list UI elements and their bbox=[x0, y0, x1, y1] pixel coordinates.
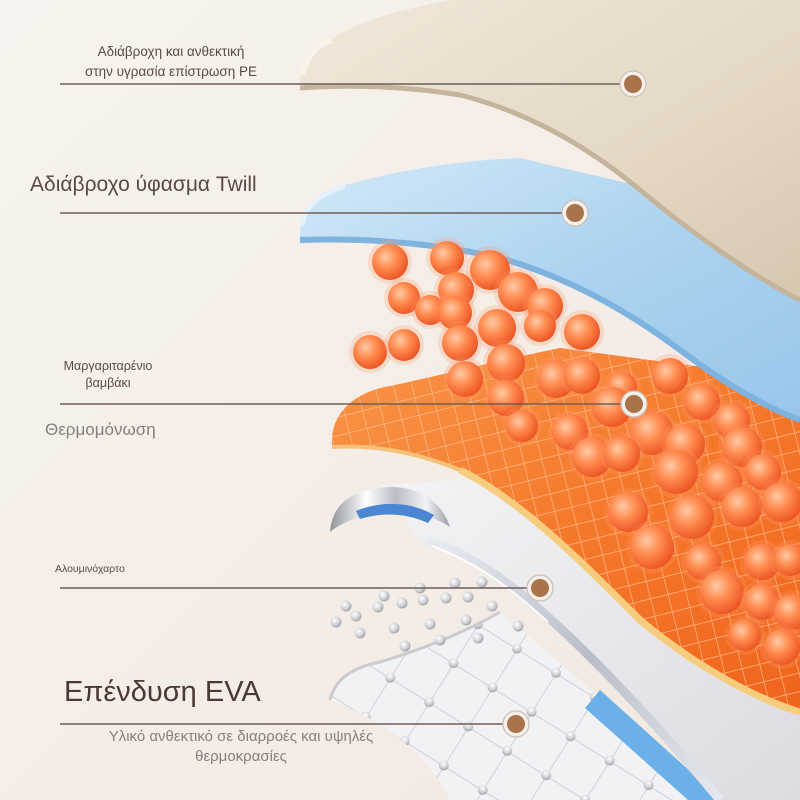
molecule-dot bbox=[399, 640, 411, 652]
insulation-label: Θερμομόνωση bbox=[45, 420, 156, 439]
heat-bubble bbox=[572, 437, 612, 477]
molecule-dot bbox=[330, 616, 342, 628]
heat-bubble bbox=[685, 544, 721, 580]
eva-description-line1: Υλικό ανθεκτικό σε διαρροές και υψηλές bbox=[108, 728, 374, 745]
marker-twill-dot bbox=[561, 199, 589, 227]
heat-bubbles bbox=[349, 237, 800, 669]
molecule-dots bbox=[330, 576, 524, 652]
leader-lines bbox=[60, 83, 622, 725]
heat-bubble bbox=[652, 358, 688, 394]
pe-coating-layer bbox=[299, 0, 800, 303]
heat-bubble bbox=[684, 384, 720, 420]
heat-bubble bbox=[524, 310, 556, 342]
heat-bubble bbox=[670, 495, 714, 539]
pearl-cotton-label-line2: βαμβάκι bbox=[85, 376, 131, 390]
molecule-dot bbox=[354, 627, 366, 639]
heat-bubble bbox=[592, 387, 632, 427]
heat-bubble bbox=[438, 296, 472, 330]
heat-bubble bbox=[630, 411, 674, 455]
molecule-dot bbox=[462, 591, 474, 603]
molecule-dot bbox=[460, 614, 472, 626]
pe-coating-label: Αδιάβροχη και ανθεκτική στην υγρασία επί… bbox=[46, 42, 296, 82]
pearl-cotton-label: Μαργαριταρένιο βαμβάκι bbox=[48, 358, 168, 392]
heat-bubble bbox=[488, 380, 524, 416]
heat-bubble bbox=[388, 329, 420, 361]
molecule-dot bbox=[378, 590, 390, 602]
heat-bubble bbox=[630, 525, 674, 569]
molecule-dot bbox=[388, 622, 400, 634]
heat-bubble bbox=[564, 314, 600, 350]
eva-description-line2: θερμοκρασίες bbox=[195, 748, 287, 765]
molecule-dot bbox=[440, 592, 452, 604]
molecule-dot bbox=[476, 576, 488, 588]
heat-bubble bbox=[430, 241, 464, 275]
heat-bubble bbox=[415, 295, 445, 325]
molecule-dot bbox=[396, 597, 408, 609]
heat-bubble bbox=[745, 454, 781, 490]
heat-bubble bbox=[722, 427, 762, 467]
molecule-dot bbox=[372, 601, 384, 613]
molecule-dot bbox=[340, 600, 352, 612]
molecule-dot bbox=[472, 632, 484, 644]
molecule-dot bbox=[486, 600, 498, 612]
heat-bubble bbox=[762, 482, 800, 522]
marker-dots bbox=[502, 70, 648, 738]
heat-bubble bbox=[604, 436, 640, 472]
marker-eva-dot bbox=[502, 710, 530, 738]
heat-bubble bbox=[744, 584, 780, 620]
heat-bubble bbox=[470, 250, 510, 290]
heat-bubble bbox=[478, 309, 516, 347]
heat-bubble bbox=[722, 487, 762, 527]
eva-description: Υλικό ανθεκτικό σε διαρροές και υψηλές θ… bbox=[66, 727, 416, 767]
heat-bubble bbox=[774, 594, 800, 630]
molecule-dot bbox=[350, 610, 362, 622]
molecule-dot bbox=[417, 594, 429, 606]
molecule-dot bbox=[434, 634, 446, 646]
heat-bubble bbox=[744, 544, 780, 580]
heat-bubble bbox=[729, 619, 761, 651]
heat-bubble bbox=[506, 410, 538, 442]
heat-bubble bbox=[447, 361, 483, 397]
marker-aluminum-dot bbox=[526, 574, 554, 602]
heat-bubble bbox=[564, 358, 600, 394]
heat-bubble bbox=[353, 335, 387, 369]
molecule-dot bbox=[512, 620, 524, 632]
twill-label: Αδιάβροχο ύφασμα Twill bbox=[30, 173, 257, 196]
heat-bubble bbox=[654, 450, 698, 494]
heat-bubble bbox=[764, 629, 800, 665]
pe-coating-label-line1: Αδιάβροχη και ανθεκτική bbox=[97, 44, 245, 59]
heat-bubble bbox=[700, 570, 744, 614]
pearl-cotton-label-line1: Μαργαριταρένιο bbox=[63, 359, 153, 373]
molecule-dot bbox=[449, 577, 461, 589]
eva-blue-edge bbox=[585, 690, 722, 800]
pe-coating-label-line2: στην υγρασία επίστρωση PE bbox=[85, 64, 257, 79]
heat-bubble bbox=[487, 344, 525, 382]
heat-bubble bbox=[774, 544, 800, 576]
heat-bubble bbox=[372, 244, 408, 280]
foil-blue-band bbox=[356, 503, 434, 523]
heat-bubble bbox=[608, 492, 648, 532]
marker-pe-dot bbox=[619, 70, 647, 98]
molecule-dot bbox=[424, 618, 436, 630]
heat-bubble bbox=[388, 282, 420, 314]
heat-bubble bbox=[552, 414, 588, 450]
twill-fabric-layer bbox=[299, 158, 800, 423]
heat-bubble bbox=[442, 325, 478, 361]
marker-insulation-dot bbox=[620, 390, 648, 418]
aluminum-label: Αλουμινόχαρτο bbox=[55, 563, 125, 575]
eva-title: Επένδυση EVA bbox=[64, 676, 261, 708]
